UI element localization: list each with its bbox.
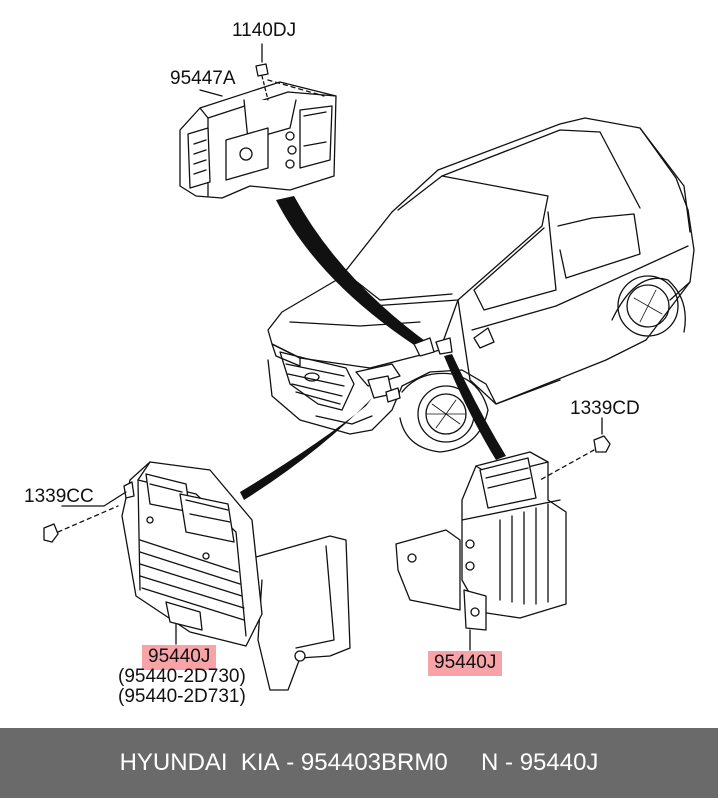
right-ecu-assembly <box>395 435 611 631</box>
car-connectors <box>367 337 453 403</box>
label-1140dj: 1140DJ <box>232 20 297 41</box>
label-1339cd: 1339CD <box>570 398 640 419</box>
car-illustration <box>267 117 695 453</box>
footer-separator: - <box>279 749 301 776</box>
footer-gap <box>448 749 481 777</box>
label-95440-2d731: (95440-2D731) <box>118 686 246 707</box>
top-bracket-assembly <box>179 63 337 199</box>
label-95440j-right: 95440J <box>428 651 503 676</box>
exploded-parts-diagram <box>43 43 695 691</box>
leader-1339cc <box>61 491 127 507</box>
pointer-bands <box>240 196 506 500</box>
label-95447a: 95447A <box>170 68 236 89</box>
footer-ref: N - 95440J <box>481 749 599 776</box>
footer-brand: HYUNDAI KIA <box>119 749 280 776</box>
leader-95447a <box>199 89 223 97</box>
footer-bar: HYUNDAI KIA - 954403BRM0 N - 95440J <box>0 728 718 798</box>
footer-part-number: 954403BRM0 <box>300 749 448 776</box>
left-ecu-assembly <box>43 461 351 691</box>
label-95440-2d730: (95440-2D730) <box>118 666 246 687</box>
label-95440j-left: 95440J <box>142 645 217 670</box>
label-1339cc: 1339CC <box>24 486 94 507</box>
